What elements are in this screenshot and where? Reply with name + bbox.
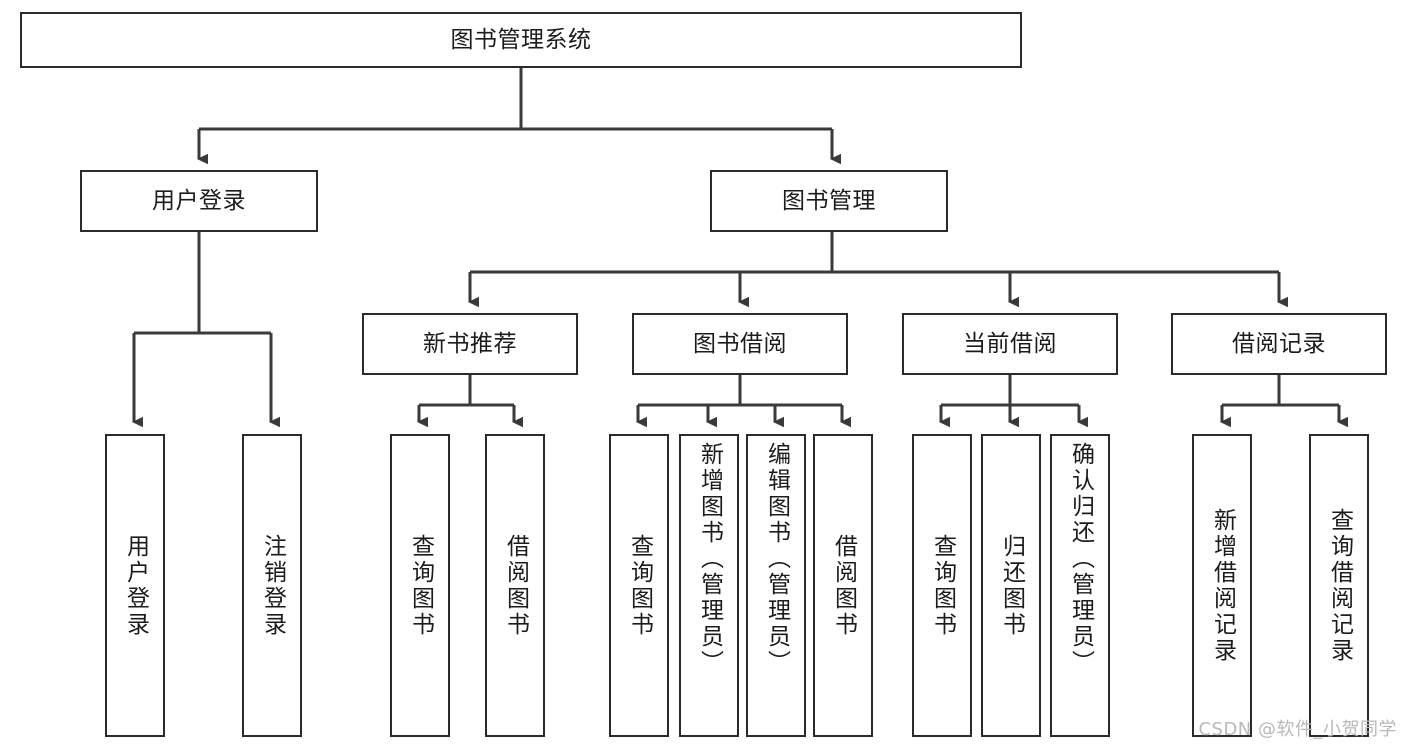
node-root-system[interactable]: 图书管理系统 — [20, 12, 1022, 68]
node-label: 新增图书（管理员） — [696, 442, 723, 676]
node-label: 图书借阅 — [693, 330, 787, 357]
leaf-current-return-book[interactable]: 归还图书 — [981, 434, 1041, 737]
node-label: 当前借阅 — [963, 330, 1057, 357]
leaf-record-query-record[interactable]: 查询借阅记录 — [1309, 434, 1369, 737]
node-user-login[interactable]: 用户登录 — [80, 170, 318, 232]
leaf-user-login-logout[interactable]: 注销登录 — [242, 434, 302, 737]
leaf-user-login-login[interactable]: 用户登录 — [105, 434, 165, 737]
leaf-borrow-borrow-book[interactable]: 借阅图书 — [813, 434, 873, 737]
node-new-book-recommend[interactable]: 新书推荐 — [362, 313, 578, 375]
node-label: 用户登录 — [152, 187, 246, 214]
node-label: 借阅图书 — [502, 533, 529, 638]
leaf-new-book-query-book[interactable]: 查询图书 — [390, 434, 450, 737]
leaf-record-add-record[interactable]: 新增借阅记录 — [1192, 434, 1252, 737]
node-label: 编辑图书（管理员） — [763, 442, 790, 676]
leaf-borrow-add-book-admin[interactable]: 新增图书（管理员） — [679, 434, 739, 737]
node-label: 确认归还（管理员） — [1067, 442, 1094, 676]
node-label: 查询图书 — [929, 533, 956, 638]
node-label: 借阅记录 — [1232, 330, 1326, 357]
node-label: 查询借阅记录 — [1326, 507, 1353, 664]
watermark-text: CSDN @软件_小贺同学 — [1198, 719, 1397, 740]
node-label: 注销登录 — [259, 533, 286, 638]
node-label: 图书管理 — [782, 187, 876, 214]
leaf-borrow-edit-book-admin[interactable]: 编辑图书（管理员） — [746, 434, 806, 737]
node-label: 用户登录 — [122, 533, 149, 638]
node-label: 图书管理系统 — [450, 26, 592, 53]
node-label: 新增借阅记录 — [1209, 507, 1236, 664]
node-label: 新书推荐 — [423, 330, 517, 357]
node-borrow-record[interactable]: 借阅记录 — [1171, 313, 1387, 375]
leaf-current-query-book[interactable]: 查询图书 — [912, 434, 972, 737]
leaf-current-confirm-return-admin[interactable]: 确认归还（管理员） — [1050, 434, 1110, 737]
leaf-borrow-query-book[interactable]: 查询图书 — [609, 434, 669, 737]
node-current-borrow[interactable]: 当前借阅 — [902, 313, 1118, 375]
node-label: 借阅图书 — [830, 533, 857, 638]
node-label: 查询图书 — [626, 533, 653, 638]
node-label: 归还图书 — [998, 533, 1025, 638]
leaf-new-book-borrow-book[interactable]: 借阅图书 — [485, 434, 545, 737]
node-book-borrow[interactable]: 图书借阅 — [632, 313, 848, 375]
node-label: 查询图书 — [407, 533, 434, 638]
node-book-management[interactable]: 图书管理 — [710, 170, 948, 232]
